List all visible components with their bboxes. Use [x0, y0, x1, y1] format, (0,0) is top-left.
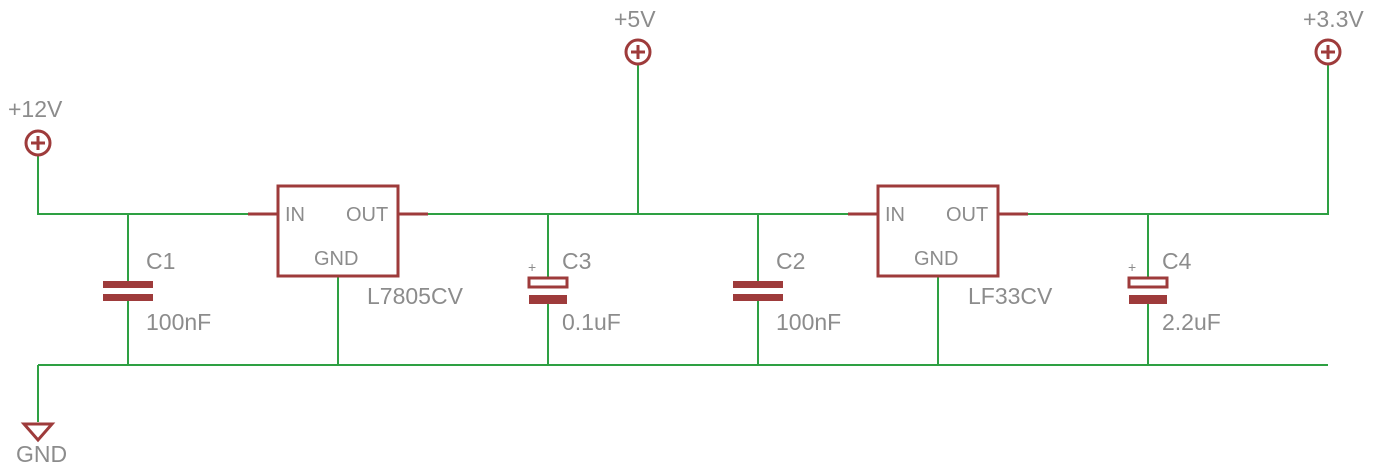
ground-label: GND [16, 441, 67, 467]
capacitor-c4: + C4 2.2uF [1127, 248, 1221, 335]
supply-33v-label: +3.3V [1303, 6, 1364, 32]
wires [37, 64, 1329, 422]
capacitor-value: 2.2uF [1162, 309, 1221, 335]
wire-33v-rail [1028, 64, 1329, 215]
regulator-name: LF33CV [968, 283, 1053, 309]
supply-5v-icon [624, 38, 652, 66]
capacitor-ref: C2 [776, 248, 805, 274]
polarity-plus: + [1128, 259, 1136, 275]
capacitor-c1: C1 100nF [103, 248, 211, 335]
regulator-l7805cv: IN OUT GND L7805CV [248, 184, 464, 309]
supply-12v-icon [24, 129, 52, 157]
supply-33v-icon [1314, 38, 1342, 66]
pin-in-label: IN [885, 204, 905, 226]
power-12v: +12V [8, 96, 63, 157]
regulator-name: L7805CV [367, 283, 464, 309]
supply-12v-label: +12V [8, 96, 63, 122]
polarized-capacitor-icon [527, 276, 569, 289]
regulator-lf33cv: IN OUT GND LF33CV [848, 184, 1053, 309]
capacitor-value: 0.1uF [562, 309, 621, 335]
capacitor-c3: + C3 0.1uF [527, 248, 621, 335]
capacitor-c2: C2 100nF [733, 248, 841, 335]
capacitor-ref: C4 [1162, 248, 1192, 274]
ground-symbol: GND [16, 422, 67, 467]
power-5v: +5V [614, 6, 656, 66]
capacitor-value: 100nF [776, 309, 841, 335]
pin-gnd-label: GND [914, 248, 958, 270]
capacitor-ref: C3 [562, 248, 591, 274]
ground-icon [20, 422, 56, 443]
capacitor-icon [103, 281, 153, 288]
regulator-body [276, 184, 400, 278]
pin-out-label: OUT [346, 204, 388, 226]
pin-in-label: IN [285, 204, 305, 226]
capacitor-ref: C1 [146, 248, 175, 274]
capacitor-value: 100nF [146, 309, 211, 335]
polarized-capacitor-icon [1127, 276, 1169, 289]
capacitor-icon [733, 281, 783, 288]
supply-5v-label: +5V [614, 6, 656, 32]
pin-out-label: OUT [946, 204, 988, 226]
regulator-body [876, 184, 1000, 278]
polarity-plus: + [528, 259, 536, 275]
power-33v: +3.3V [1303, 6, 1364, 66]
wire-12v-rail [37, 155, 248, 215]
pin-gnd-label: GND [314, 248, 358, 270]
